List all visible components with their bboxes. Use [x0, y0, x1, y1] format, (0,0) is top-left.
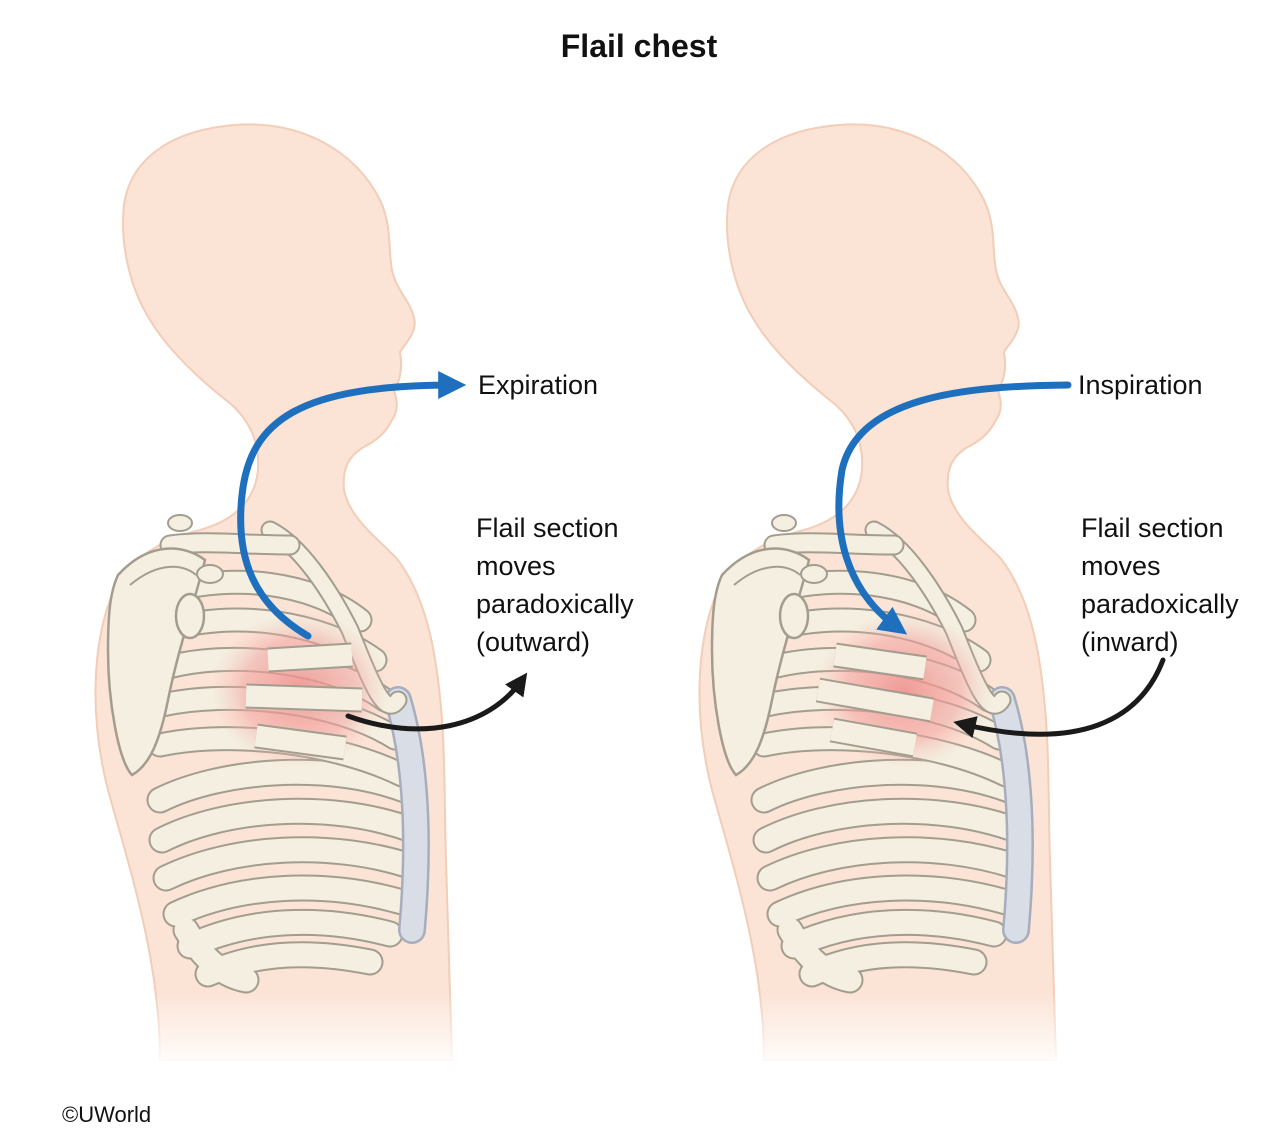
outward-motion-arrow — [345, 672, 528, 732]
left-torso — [95, 124, 470, 1070]
note-line: Flail section — [476, 513, 619, 543]
right-flail-segment — [815, 642, 935, 758]
inspiration-air-arrow — [835, 381, 1072, 635]
right-torso — [699, 124, 1074, 1070]
note-line: paradoxically — [1081, 589, 1239, 619]
note-line: moves — [1081, 551, 1161, 581]
note-line: moves — [476, 551, 556, 581]
expiration-air-arrow — [237, 371, 467, 640]
diagram-title: Flail chest — [560, 28, 718, 64]
inward-flail-note: Flail section moves paradoxically (inwar… — [1081, 509, 1239, 661]
expiration-label: Expiration — [478, 370, 599, 400]
note-line: paradoxically — [476, 589, 634, 619]
outward-flail-note: Flail section moves paradoxically (outwa… — [476, 509, 634, 661]
note-line: (outward) — [476, 627, 591, 657]
inspiration-label: Inspiration — [1078, 370, 1203, 400]
left-flail-segment — [245, 642, 363, 761]
copyright-credit: ©UWorld — [62, 1102, 152, 1127]
note-line: (inward) — [1081, 627, 1179, 657]
inward-motion-arrow — [953, 657, 1166, 739]
note-line: Flail section — [1081, 513, 1224, 543]
